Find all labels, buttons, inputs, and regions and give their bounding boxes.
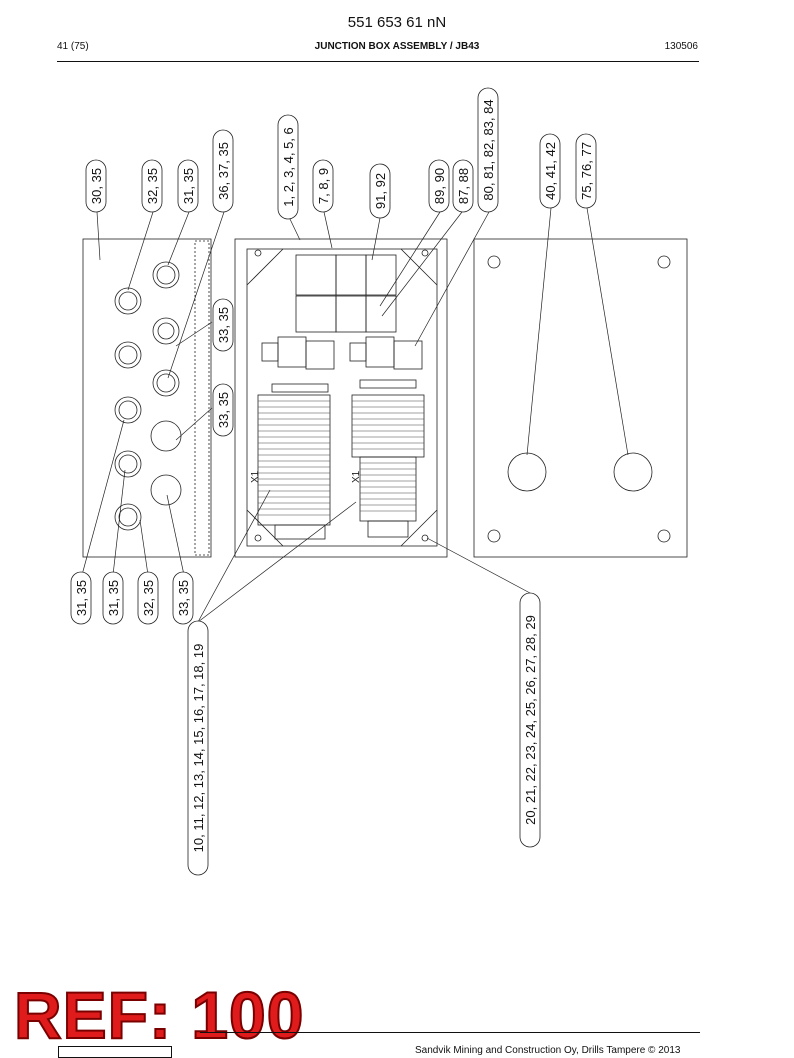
terminal-label-left: X1	[250, 470, 261, 483]
callout-label: 33, 35	[216, 307, 231, 343]
callout-bubble: 7, 8, 9	[312, 159, 334, 213]
callout-label: 87, 88	[456, 168, 471, 204]
callout-bubble: 31, 35	[177, 159, 199, 213]
page-number: 41 (75)	[57, 41, 89, 52]
callout-bubble: 32, 35	[141, 159, 163, 213]
callout-bubble: 31, 35	[102, 571, 124, 625]
ref-stamp: REF: 100	[13, 978, 305, 1052]
callout-bubble: 33, 35	[172, 571, 194, 625]
footer-rule	[200, 1032, 700, 1033]
document-number: 551 653 61 nN	[347, 14, 447, 31]
terminal-labels: X1 X1	[250, 470, 362, 483]
callouts-side: 33, 35 33, 35	[212, 298, 234, 437]
callout-label: 1, 2, 3, 4, 5, 6	[281, 127, 296, 207]
callout-bubble: 75, 76, 77	[575, 133, 597, 209]
revision-date: 130506	[664, 41, 698, 52]
callout-bubble: 33, 35	[212, 298, 234, 352]
callouts-bottom: 31, 35 31, 35 32, 35 33, 35 10, 11, 12, …	[70, 571, 541, 876]
callout-bubble: 1, 2, 3, 4, 5, 6	[277, 114, 299, 220]
leader-lines	[81, 207, 629, 623]
cable-gland	[152, 369, 180, 397]
callout-label: 32, 35	[145, 168, 160, 204]
company-logo	[58, 1046, 172, 1058]
cable-gland	[150, 420, 182, 452]
page-title: JUNCTION BOX ASSEMBLY / JB43	[314, 41, 480, 52]
callout-bubble: 87, 88	[452, 159, 474, 213]
callout-label: 30, 35	[89, 168, 104, 204]
callouts-top: 30, 35 32, 35 31, 35 36, 37, 35 1, 2, 3,…	[85, 87, 597, 220]
callout-bubble: 80, 81, 82, 83, 84	[477, 87, 499, 213]
callout-label: 20, 21, 22, 23, 24, 25, 26, 27, 28, 29	[523, 615, 538, 825]
cable-gland	[114, 450, 142, 478]
cable-gland	[114, 287, 142, 315]
callout-bubble: 33, 35	[212, 383, 234, 437]
callout-bubble: 10, 11, 12, 13, 14, 15, 16, 17, 18, 19	[187, 620, 209, 876]
callout-label: 33, 35	[216, 392, 231, 428]
callout-label: 89, 90	[432, 168, 447, 204]
header-rule	[57, 61, 699, 62]
callout-label: 33, 35	[176, 580, 191, 616]
side-view-panel	[82, 238, 212, 558]
callout-bubble: 20, 21, 22, 23, 24, 25, 26, 27, 28, 29	[519, 592, 541, 848]
callout-label: 75, 76, 77	[579, 142, 594, 200]
callout-label: 91, 92	[373, 173, 388, 209]
callout-bubble: 30, 35	[85, 159, 107, 213]
cable-gland	[114, 341, 142, 369]
callout-label: 40, 41, 42	[543, 142, 558, 200]
callout-label: 31, 35	[181, 168, 196, 204]
front-view-panel	[234, 238, 448, 558]
callout-bubble: 32, 35	[137, 571, 159, 625]
cable-gland	[150, 474, 182, 506]
callout-bubble: 40, 41, 42	[539, 133, 561, 209]
terminal-label-right: X1	[351, 470, 362, 483]
cable-gland	[152, 317, 180, 345]
callout-label: 32, 35	[141, 580, 156, 616]
cable-gland	[114, 503, 142, 531]
callout-label: 7, 8, 9	[316, 168, 331, 204]
cable-gland	[114, 396, 142, 424]
callout-bubble: 89, 90	[428, 159, 450, 213]
callout-label: 10, 11, 12, 13, 14, 15, 16, 17, 18, 19	[191, 644, 206, 853]
callout-label: 80, 81, 82, 83, 84	[481, 99, 496, 200]
callout-label: 31, 35	[74, 580, 89, 616]
copyright-text: Sandvik Mining and Construction Oy, Dril…	[415, 1045, 681, 1056]
callout-label: 36, 37, 35	[216, 142, 231, 200]
callout-bubble: 91, 92	[369, 163, 391, 219]
cable-gland	[152, 261, 180, 289]
callout-label: 31, 35	[106, 580, 121, 616]
cover-view-panel	[473, 238, 688, 558]
callout-bubble: 36, 37, 35	[212, 129, 234, 213]
callout-bubble: 31, 35	[70, 571, 92, 625]
